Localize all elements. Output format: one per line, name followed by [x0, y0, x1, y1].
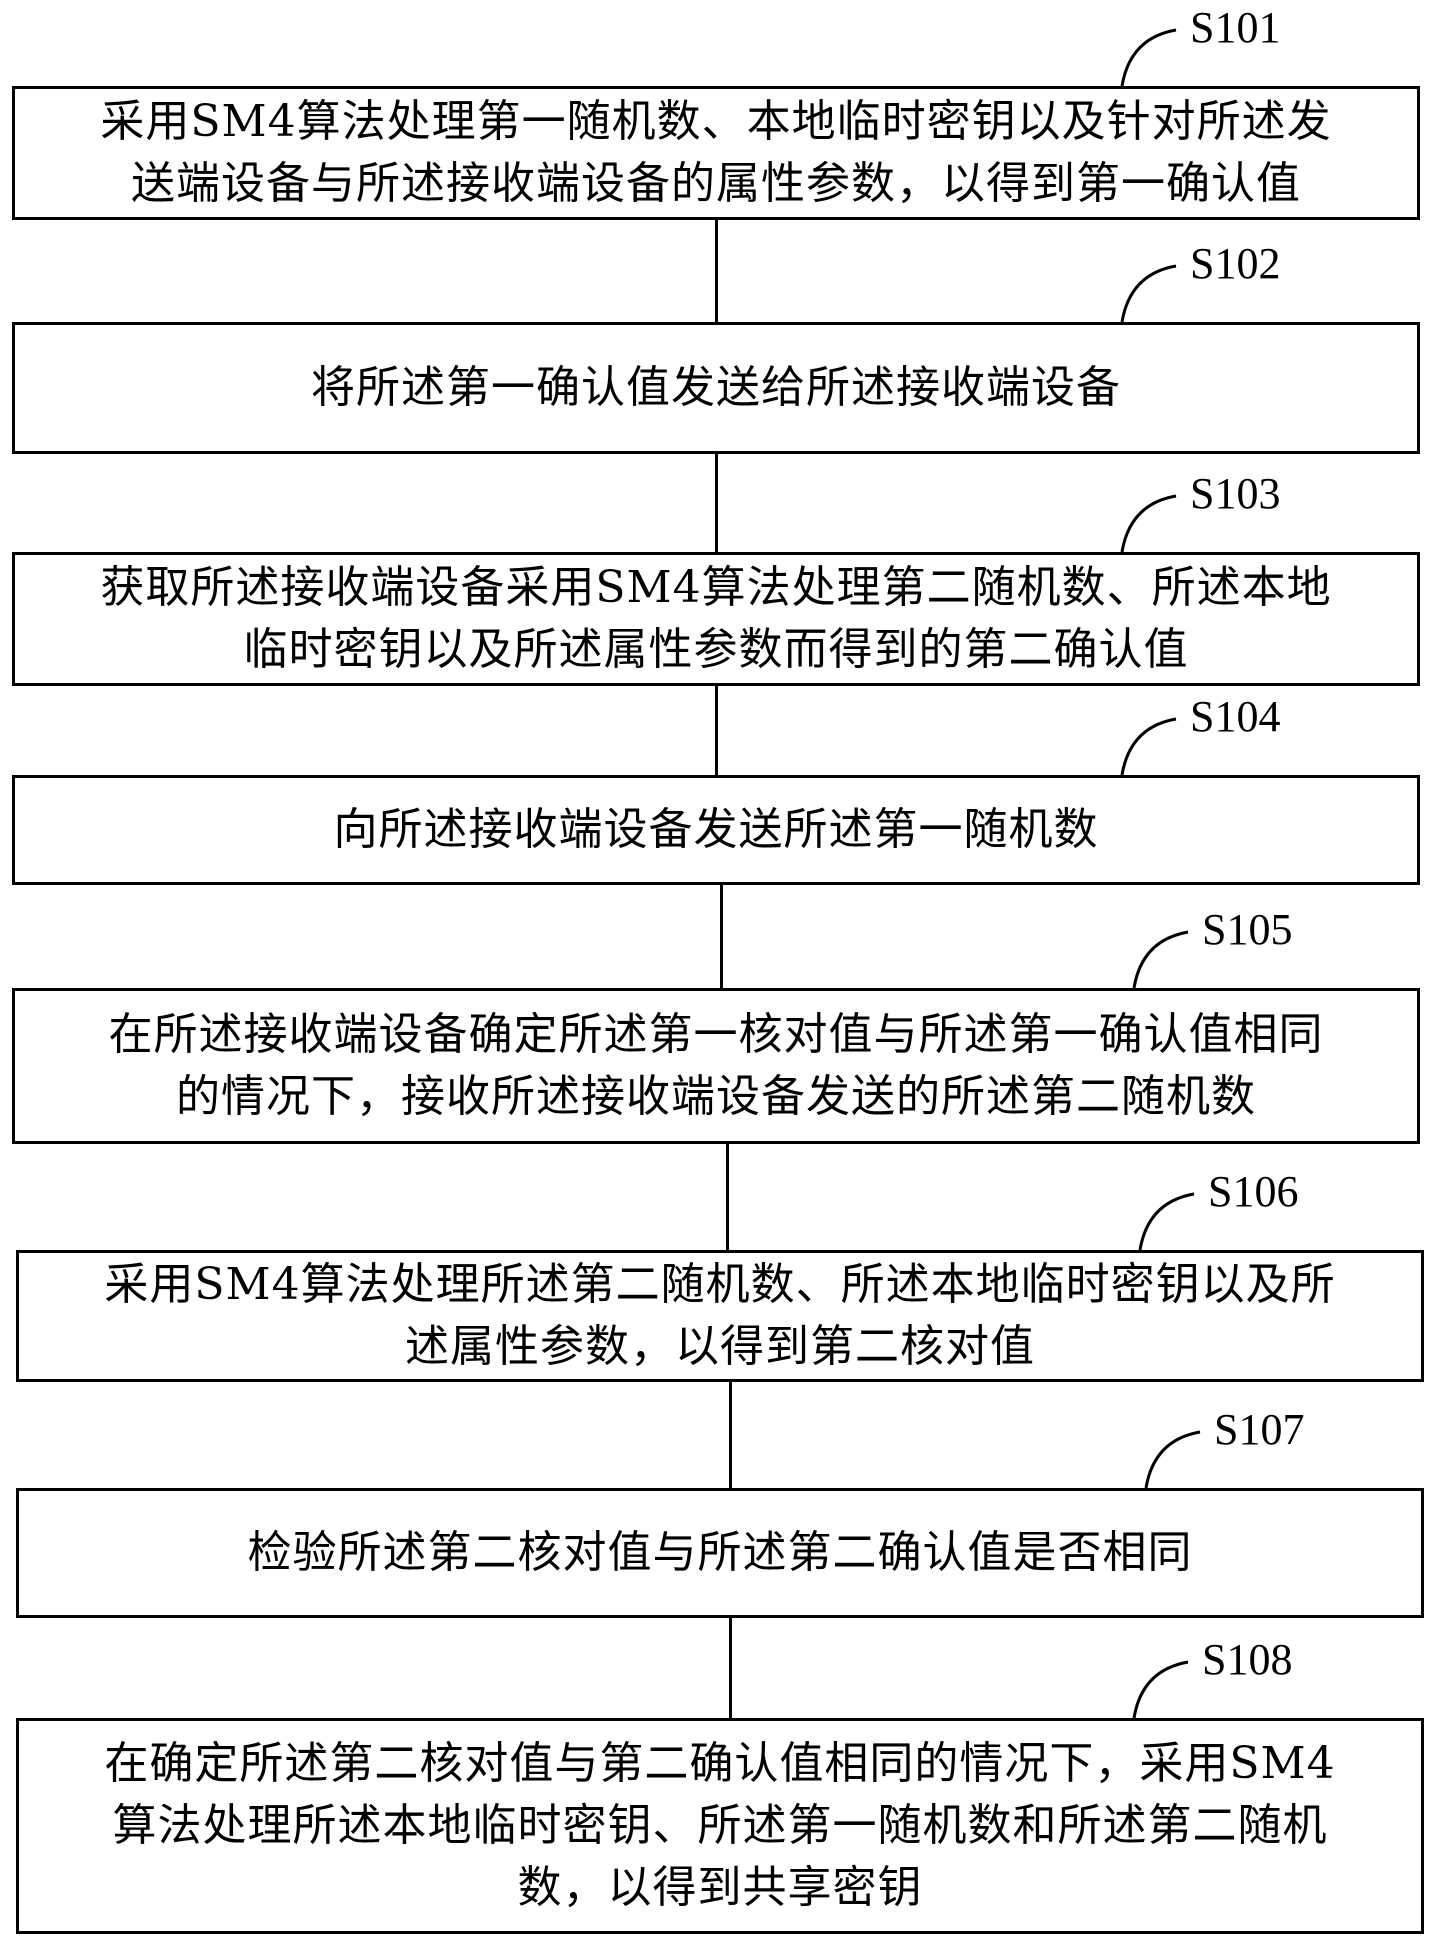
- leader-s102: [1120, 264, 1177, 323]
- step-text-s101: 采用SM4算法处理第一随机数、本地临时密钥以及针对所述发 送端设备与所述接收端设…: [100, 96, 1332, 209]
- step-text-s108: 在确定所述第二核对值与第二确认值相同的情况下，采用SM4 算法处理所述本地临时密…: [104, 1738, 1336, 1913]
- step-label-s108: S108: [1202, 1635, 1293, 1684]
- leader-s106: [1138, 1192, 1195, 1251]
- step-text-s102: 将所述第一确认值发送给所述接收端设备: [311, 362, 1121, 413]
- step-label-s105: S105: [1202, 905, 1293, 954]
- step-box-s107: 检验所述第二核对值与所述第二确认值是否相同: [16, 1488, 1424, 1618]
- step-box-s101: 采用SM4算法处理第一随机数、本地临时密钥以及针对所述发 送端设备与所述接收端设…: [12, 86, 1420, 220]
- step-text-s107: 检验所述第二核对值与所述第二确认值是否相同: [247, 1527, 1193, 1578]
- step-label-s102: S102: [1190, 239, 1281, 288]
- leader-s104: [1120, 717, 1177, 776]
- step-box-s102: 将所述第一确认值发送给所述接收端设备: [12, 322, 1420, 454]
- step-label-s103: S103: [1190, 469, 1281, 518]
- connector-s105-s106: [726, 1144, 729, 1250]
- step-box-s104: 向所述接收端设备发送所述第一随机数: [12, 775, 1420, 885]
- step-label-s107: S107: [1214, 1405, 1305, 1454]
- step-box-s105: 在所述接收端设备确定所述第一核对值与所述第一确认值相同 的情况下，接收所述接收端…: [12, 988, 1420, 1144]
- connector-s102-s103: [715, 454, 718, 552]
- connector-s101-s102: [715, 220, 718, 322]
- connector-s106-s107: [729, 1382, 732, 1488]
- leader-s103: [1120, 494, 1177, 553]
- connector-s104-s105: [720, 885, 723, 988]
- step-box-s108: 在确定所述第二核对值与第二确认值相同的情况下，采用SM4 算法处理所述本地临时密…: [16, 1718, 1424, 1934]
- step-box-s103: 获取所述接收端设备采用SM4算法处理第二随机数、所述本地 临时密钥以及所述属性参…: [12, 552, 1420, 686]
- step-text-s106: 采用SM4算法处理所述第二随机数、所述本地临时密钥以及所 述属性参数，以得到第二…: [104, 1259, 1336, 1372]
- step-text-s103: 获取所述接收端设备采用SM4算法处理第二随机数、所述本地 临时密钥以及所述属性参…: [100, 562, 1332, 675]
- leader-s101: [1120, 28, 1177, 87]
- step-text-s105: 在所述接收端设备确定所述第一核对值与所述第一确认值相同 的情况下，接收所述接收端…: [108, 1009, 1324, 1122]
- step-text-s104: 向所述接收端设备发送所述第一随机数: [333, 804, 1099, 855]
- step-label-s104: S104: [1190, 692, 1281, 741]
- step-label-s106: S106: [1208, 1167, 1299, 1216]
- leader-s105: [1132, 930, 1189, 989]
- step-label-s101: S101: [1190, 3, 1281, 52]
- step-box-s106: 采用SM4算法处理所述第二随机数、所述本地临时密钥以及所 述属性参数，以得到第二…: [16, 1250, 1424, 1382]
- leader-s107: [1144, 1430, 1201, 1489]
- connector-s103-s104: [715, 686, 718, 775]
- leader-s108: [1132, 1660, 1189, 1719]
- connector-s107-s108: [729, 1618, 732, 1718]
